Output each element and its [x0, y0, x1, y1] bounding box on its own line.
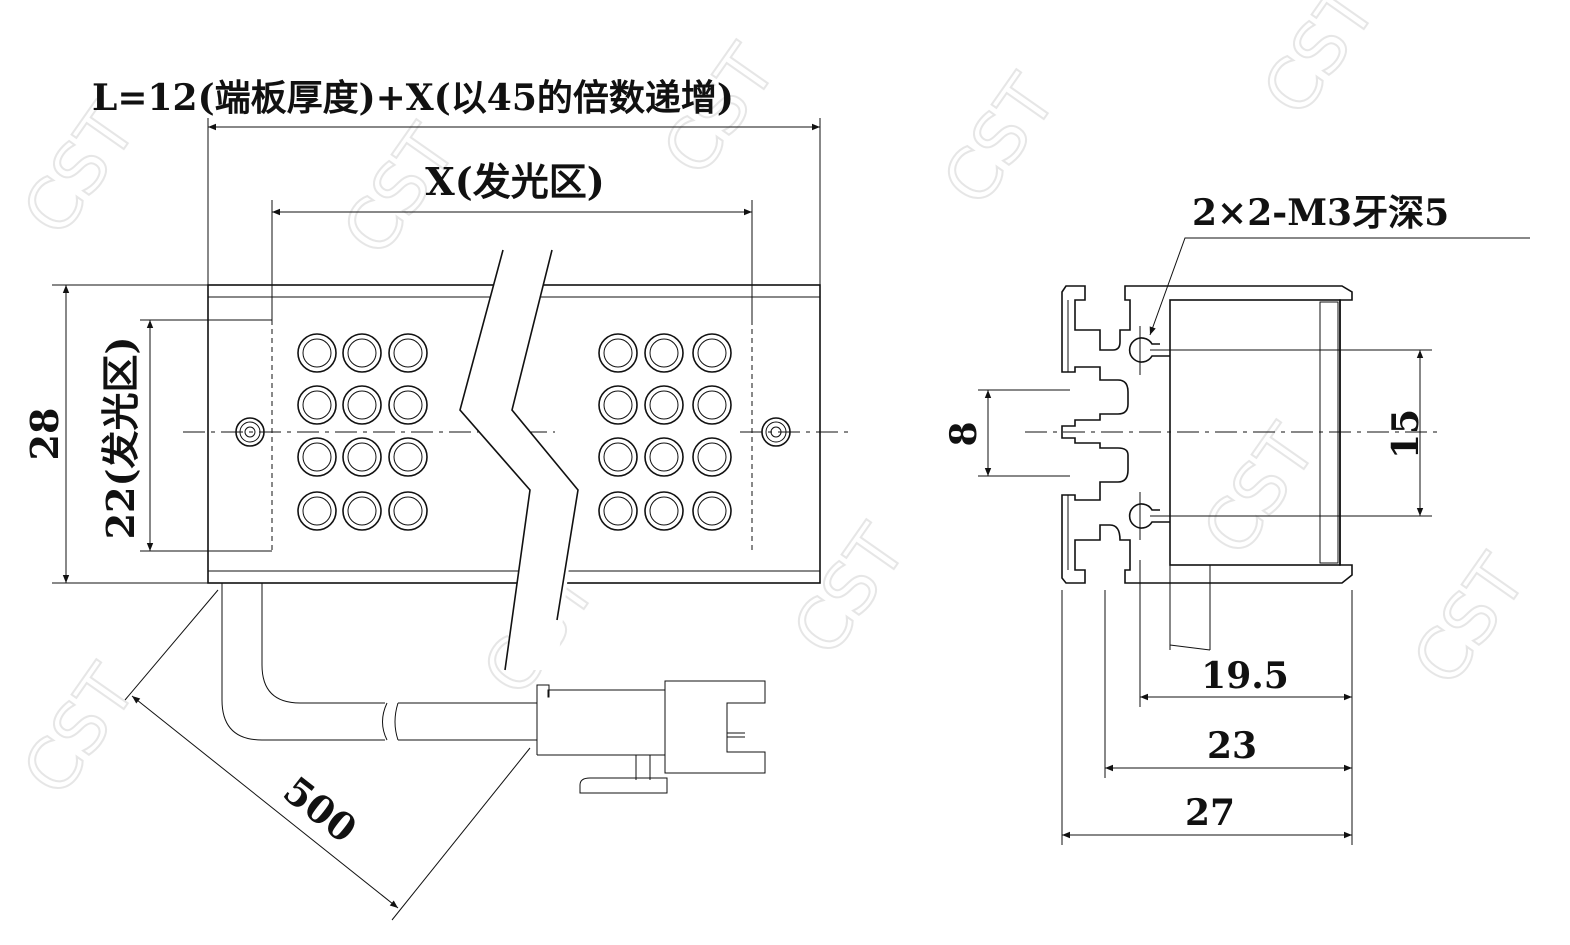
- aluminum-profile: [1061, 285, 1353, 584]
- led-circle: [297, 491, 337, 531]
- led-circle: [598, 333, 638, 373]
- thread-note-label: 2×2-M3牙深5: [1192, 192, 1449, 234]
- dimension-cable-length: 500: [124, 589, 531, 921]
- height-label: 28: [22, 408, 67, 461]
- dimension-height: 28: [22, 284, 208, 584]
- led-circle: [692, 491, 732, 531]
- dimension-light-zone-height: 22(发光区): [98, 319, 272, 552]
- led-circle: [342, 385, 382, 425]
- led-circle: [692, 333, 732, 373]
- dimension-slot-spacing: 8: [943, 389, 1070, 477]
- led-circle: [302, 390, 332, 420]
- led-array: [297, 333, 732, 531]
- led-circle: [644, 385, 684, 425]
- led-circle: [644, 491, 684, 531]
- led-circle: [697, 338, 727, 368]
- dimension-light-zone-width: X(发光区): [271, 159, 753, 320]
- side-cable: [1169, 565, 1211, 651]
- led-circle: [393, 338, 423, 368]
- connector: [536, 680, 766, 794]
- svg-text:CST: CST: [927, 61, 1072, 220]
- led-circle: [388, 437, 428, 477]
- led-circle: [598, 385, 638, 425]
- dimension-depths: 19.5 23 27: [1061, 560, 1353, 845]
- depth-mid-label: 23: [1207, 725, 1257, 767]
- led-circle: [388, 333, 428, 373]
- cable-length-label: 500: [275, 767, 365, 851]
- light-zone-width-label: X(发光区): [425, 159, 604, 204]
- led-circle: [388, 491, 428, 531]
- led-circle: [393, 442, 423, 472]
- led-circle: [302, 338, 332, 368]
- led-circle: [347, 496, 377, 526]
- led-circle: [388, 385, 428, 425]
- dimension-length: L=12(端板厚度)+X(以45的倍数递增): [92, 77, 821, 285]
- svg-text:CST: CST: [1187, 411, 1332, 570]
- hole-spacing-label: 15: [1385, 409, 1427, 459]
- cable-break: [382, 702, 399, 741]
- led-circle: [644, 437, 684, 477]
- thread-callout: 2×2-M3牙深5: [1149, 192, 1530, 336]
- led-circle: [649, 442, 679, 472]
- length-formula-label: L=12(端板厚度)+X(以45的倍数递增): [92, 77, 734, 119]
- dimension-hole-spacing: 15: [1150, 349, 1432, 517]
- led-circle: [603, 338, 633, 368]
- led-circle: [697, 496, 727, 526]
- led-circle: [603, 390, 633, 420]
- mounting-hole-right: [761, 417, 791, 447]
- led-circle: [297, 437, 337, 477]
- break-line-left: [459, 249, 531, 671]
- led-circle: [347, 390, 377, 420]
- led-circle: [649, 338, 679, 368]
- svg-text:CST: CST: [1397, 541, 1542, 700]
- break-line-right: [511, 249, 579, 621]
- slot-spacing-label: 8: [943, 421, 985, 446]
- led-circle: [302, 496, 332, 526]
- led-circle: [342, 491, 382, 531]
- thread-hole-bottom: [1128, 492, 1170, 540]
- led-circle: [598, 491, 638, 531]
- led-circle: [598, 437, 638, 477]
- led-circle: [393, 496, 423, 526]
- led-circle: [649, 496, 679, 526]
- led-circle: [347, 338, 377, 368]
- led-circle: [603, 496, 633, 526]
- led-circle: [342, 333, 382, 373]
- led-circle: [649, 390, 679, 420]
- led-circle: [603, 442, 633, 472]
- led-circle: [692, 385, 732, 425]
- led-circle: [297, 385, 337, 425]
- led-circle: [302, 442, 332, 472]
- depth-total-label: 27: [1185, 792, 1235, 834]
- svg-text:CST: CST: [1247, 0, 1392, 130]
- led-circle: [644, 333, 684, 373]
- watermark: CST CST CST CST CST CST CST CST CST CST: [6, 0, 1543, 811]
- light-zone-height-label: 22(发光区): [98, 337, 143, 540]
- svg-text:CST: CST: [7, 651, 152, 810]
- svg-text:CST: CST: [777, 511, 922, 670]
- led-circle: [697, 442, 727, 472]
- mounting-hole-left: [235, 417, 265, 447]
- led-circle: [697, 390, 727, 420]
- led-circle: [393, 390, 423, 420]
- side-view: [1025, 285, 1440, 651]
- led-circle: [692, 437, 732, 477]
- front-view: [183, 249, 848, 794]
- thread-hole-top: [1128, 326, 1170, 375]
- led-circle: [347, 442, 377, 472]
- depth-body-label: 19.5: [1201, 655, 1289, 697]
- led-circle: [342, 437, 382, 477]
- led-circle: [297, 333, 337, 373]
